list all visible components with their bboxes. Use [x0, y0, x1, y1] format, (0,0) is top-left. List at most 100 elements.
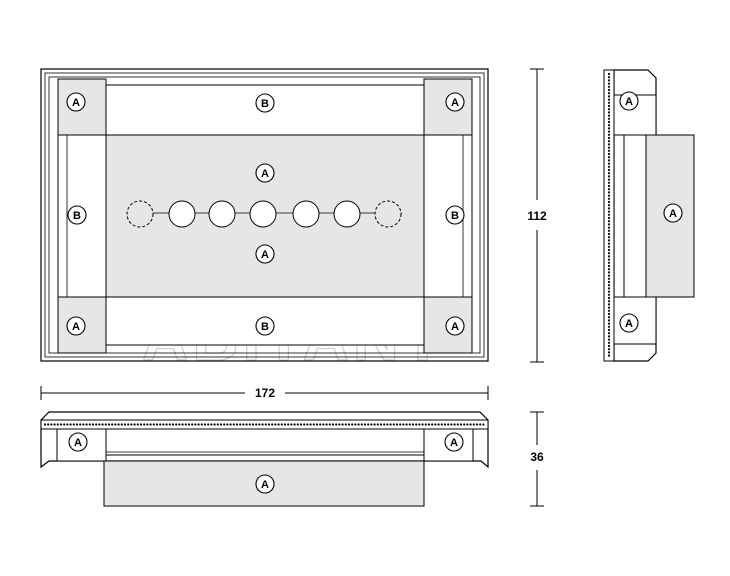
- bead: [341, 423, 344, 426]
- bead: [101, 423, 104, 426]
- bead: [607, 316, 611, 319]
- bead: [450, 423, 453, 426]
- bead: [315, 423, 319, 426]
- bead: [181, 423, 184, 426]
- light-5: [333, 200, 361, 228]
- height-value: 112: [527, 209, 547, 223]
- bead: [309, 423, 312, 426]
- bead: [607, 296, 611, 300]
- bead: [251, 423, 255, 426]
- bead: [59, 423, 63, 426]
- bead: [431, 423, 434, 426]
- bead: [210, 423, 213, 426]
- bead: [607, 335, 611, 338]
- label-b-top: B: [255, 93, 275, 113]
- bead: [395, 423, 399, 426]
- bead: [607, 303, 611, 306]
- bead: [383, 423, 386, 426]
- bead: [607, 328, 611, 332]
- bead: [287, 423, 290, 426]
- bead: [175, 423, 178, 426]
- bead: [607, 232, 611, 236]
- bead: [149, 423, 152, 426]
- bead: [607, 124, 611, 127]
- label-b-left: B: [67, 205, 87, 225]
- bead: [379, 423, 383, 426]
- bead: [456, 423, 459, 426]
- bead: [69, 423, 72, 426]
- svg-text:A: A: [72, 97, 80, 109]
- svg-text:A: A: [74, 437, 82, 449]
- bead: [235, 423, 239, 426]
- bead: [424, 423, 427, 426]
- bead: [607, 261, 611, 264]
- bead: [459, 423, 463, 426]
- label-a-center-lower: A: [255, 244, 275, 264]
- bead: [338, 423, 341, 426]
- light-1: [168, 200, 196, 228]
- bead: [299, 423, 303, 426]
- bead: [607, 351, 611, 354]
- bead: [607, 85, 611, 88]
- bead: [463, 423, 466, 426]
- bead: [79, 423, 82, 426]
- bead: [200, 423, 203, 426]
- bead: [280, 423, 283, 426]
- bead: [607, 149, 611, 152]
- bead: [155, 423, 159, 426]
- bead: [607, 191, 611, 194]
- label-a-bottom-left: A: [66, 316, 86, 336]
- bead: [607, 245, 611, 248]
- label-a-side-top: A: [619, 91, 639, 111]
- bead: [607, 194, 611, 197]
- bead: [239, 423, 242, 426]
- bead: [607, 300, 611, 303]
- svg-text:B: B: [73, 210, 81, 222]
- bead: [607, 284, 611, 287]
- label-a-side-middle: A: [663, 203, 683, 223]
- bead: [258, 423, 261, 426]
- bead: [344, 423, 347, 426]
- bead: [440, 423, 443, 426]
- svg-text:A: A: [450, 437, 458, 449]
- bead: [415, 423, 418, 426]
- bead: [143, 423, 146, 426]
- light-4: [292, 200, 320, 228]
- svg-text:A: A: [261, 479, 269, 491]
- width-value: 172: [255, 386, 275, 400]
- bead: [319, 423, 322, 426]
- light-dashed-right: [374, 200, 402, 228]
- bead: [111, 423, 114, 426]
- bead: [271, 423, 274, 426]
- label-a-side-bottom: A: [619, 313, 639, 333]
- bead: [146, 423, 149, 426]
- bead: [607, 354, 611, 357]
- svg-text:A: A: [625, 318, 633, 330]
- svg-text:B: B: [451, 210, 459, 222]
- label-a-center-upper: A: [255, 163, 275, 183]
- label-a-bottom-view-center: A: [255, 474, 275, 494]
- width-dimension: 172: [40, 386, 489, 400]
- bead: [207, 423, 210, 426]
- bead: [168, 423, 171, 426]
- bead: [607, 332, 611, 335]
- bead: [354, 423, 357, 426]
- bead: [370, 423, 373, 426]
- bead: [443, 423, 447, 426]
- bead: [607, 79, 611, 82]
- depth-value: 36: [530, 450, 544, 464]
- bottom-body: [40, 411, 489, 469]
- bead: [607, 133, 611, 136]
- depth-dimension: 36: [530, 411, 544, 507]
- bead: [607, 172, 611, 175]
- bead: [607, 220, 611, 223]
- bead: [248, 423, 251, 426]
- bead: [91, 423, 95, 426]
- bead: [469, 423, 472, 426]
- bead: [136, 423, 139, 426]
- bead: [219, 423, 223, 426]
- bead: [607, 146, 611, 149]
- bead: [479, 423, 482, 426]
- bead: [184, 423, 187, 426]
- bead: [120, 423, 123, 426]
